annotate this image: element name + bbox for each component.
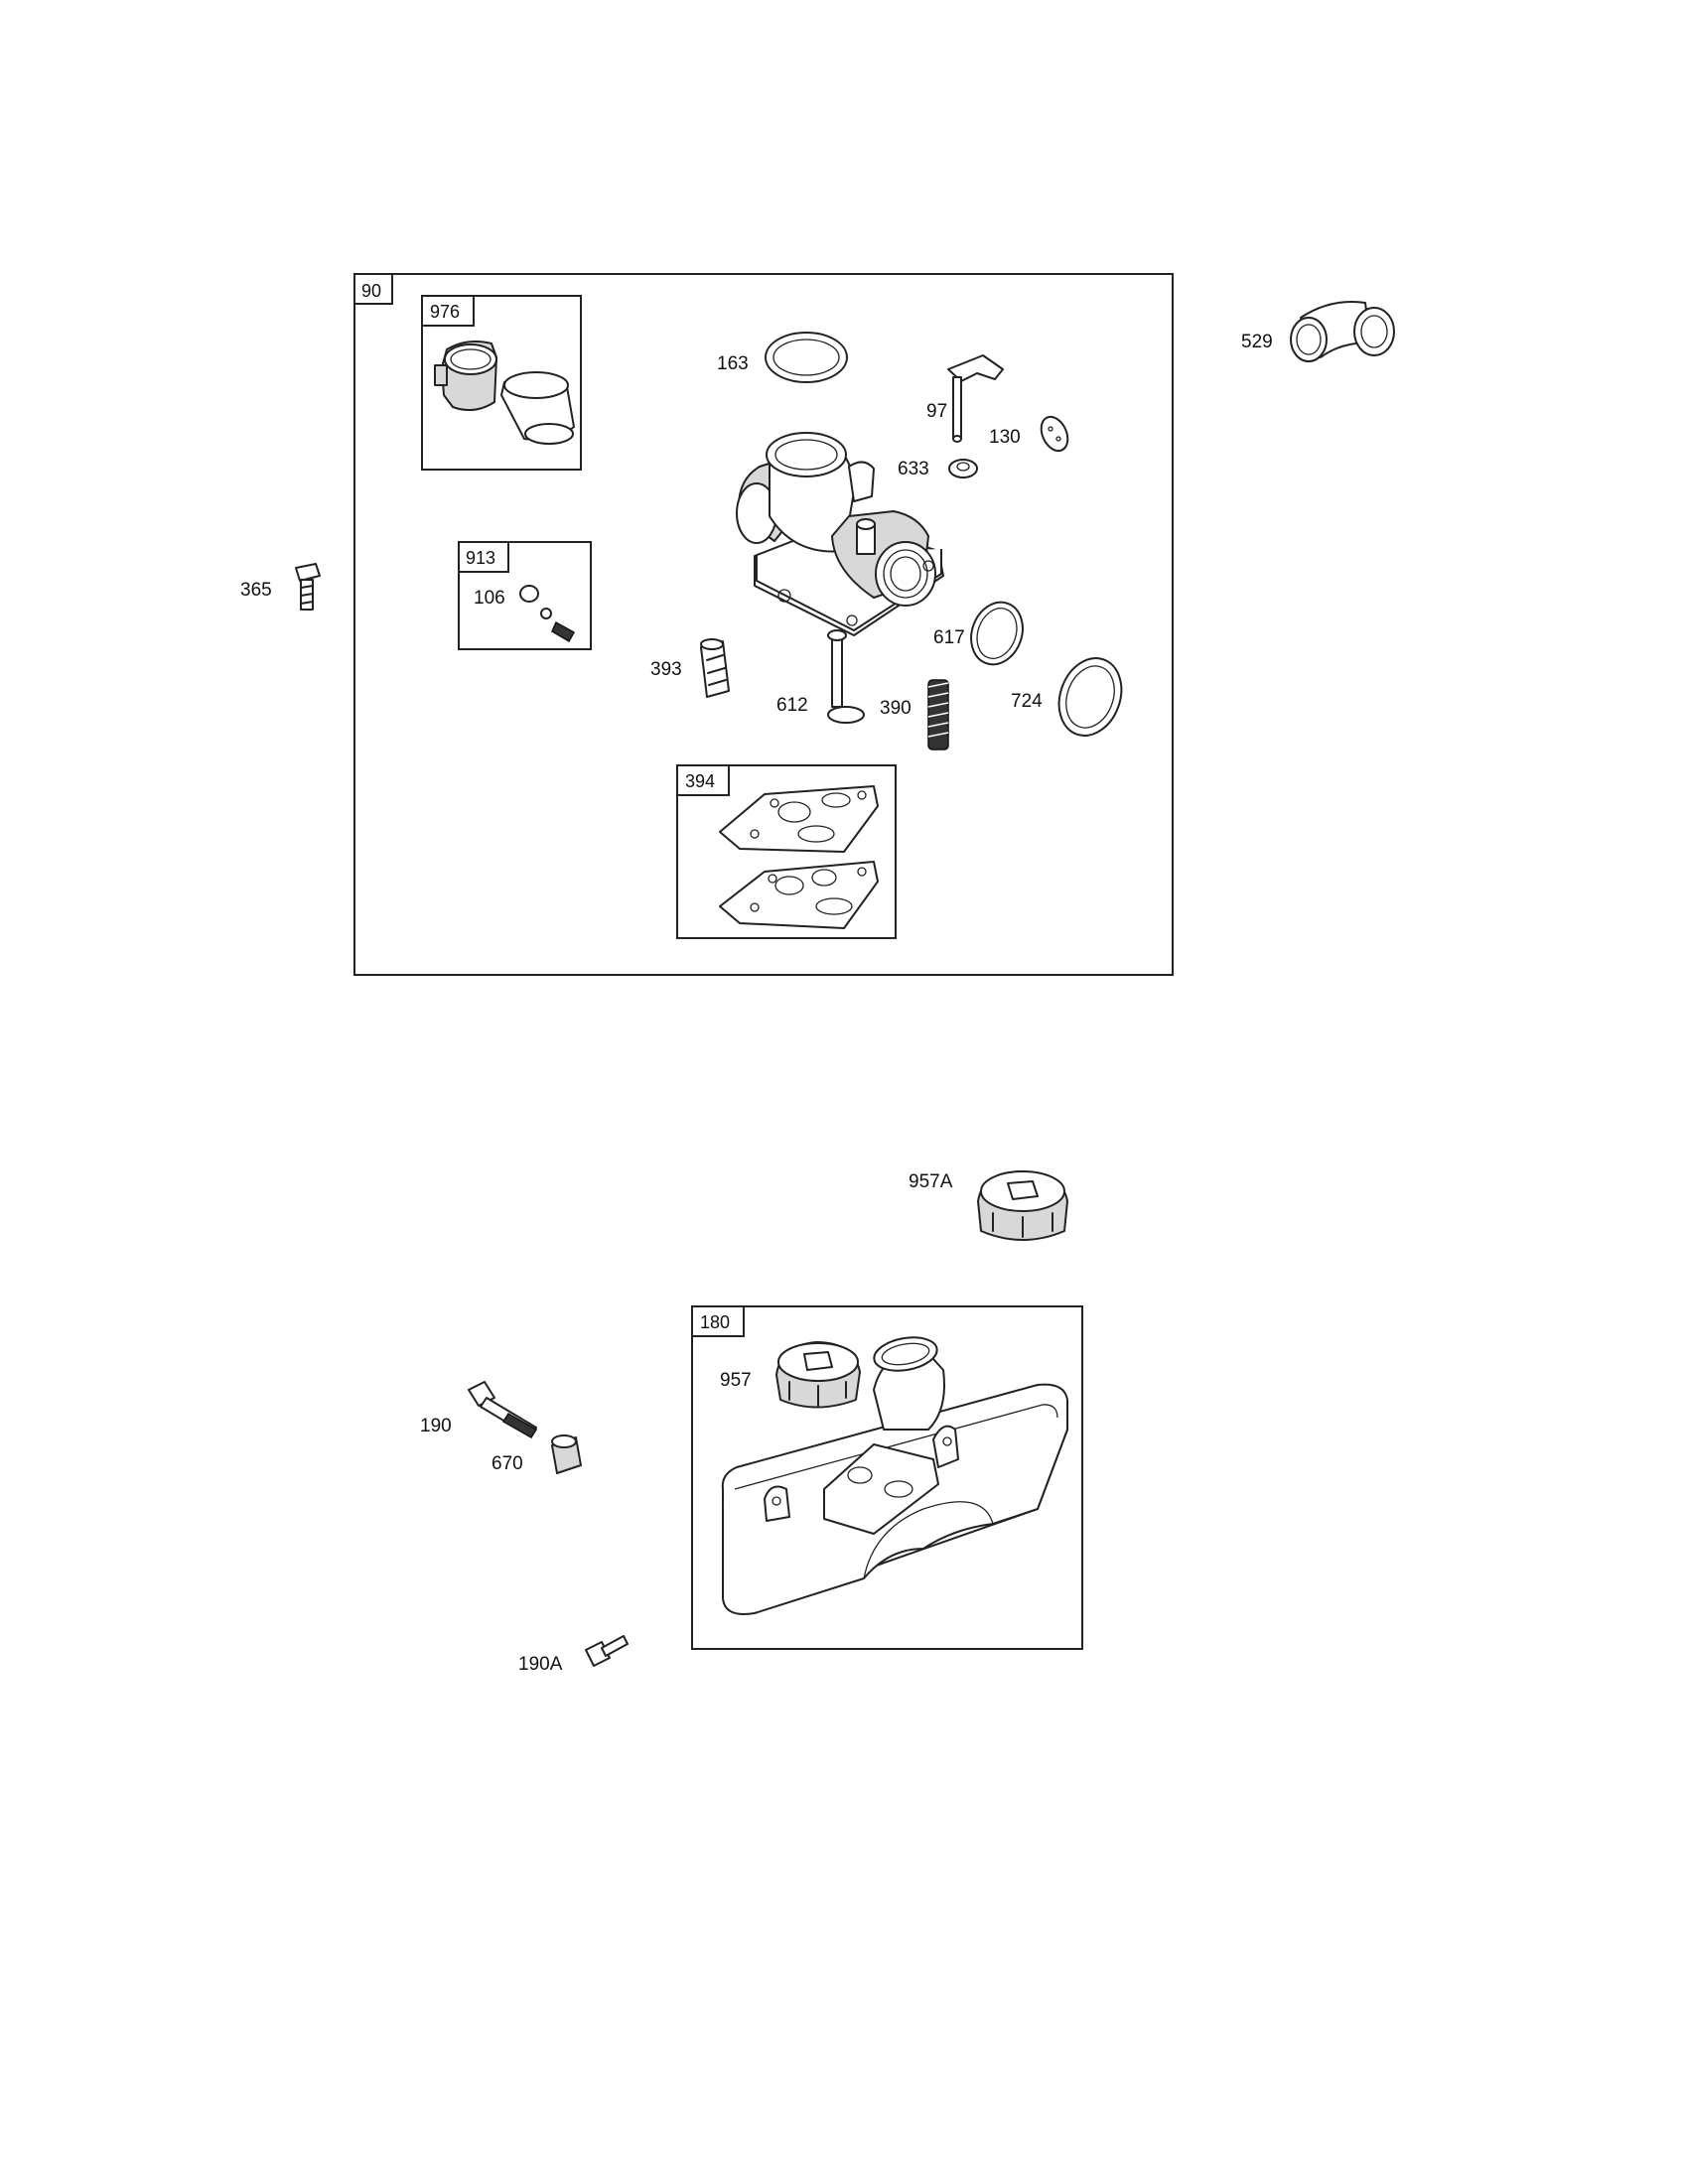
bolt-icon (468, 1381, 538, 1439)
part-label-612: 612 (776, 695, 808, 716)
fuel-tank-assembly: 180 957 (691, 1305, 1083, 1650)
part-label-97: 97 (926, 401, 947, 422)
part-label-106: 106 (474, 588, 505, 609)
subassembly-394-tag-box (676, 764, 730, 796)
carburetor-body-icon (736, 432, 944, 636)
fuel-tank-assembly-frame (691, 1305, 1083, 1650)
fuel-tank-icon (721, 1336, 1068, 1615)
choke-plate-icon (1040, 415, 1069, 453)
fuel-screen-icon (700, 638, 730, 698)
spacer-icon (551, 1434, 582, 1474)
air-horn-icon (434, 341, 575, 445)
pickup-tube-icon (827, 629, 865, 724)
bolt-icon (295, 563, 321, 611)
subassembly-913-label: 913 (466, 548, 495, 568)
gasket-ring-icon (1057, 657, 1123, 737)
subassembly-976-label: 976 (430, 302, 460, 322)
subassembly-913[interactable]: 913 106 (458, 541, 592, 650)
part-label-670: 670 (491, 1453, 523, 1474)
fuel-cap-icon (977, 1170, 1068, 1241)
needle-seat-icon (519, 585, 576, 643)
part-label-617: 617 (933, 627, 965, 648)
subassembly-913-tag-box (458, 541, 509, 573)
seal-icon (948, 459, 978, 478)
part-label-190: 190 (420, 1416, 452, 1436)
subassembly-394-label: 394 (685, 771, 715, 791)
elbow-hose-icon (1290, 301, 1395, 362)
carburetor-assembly-label: 90 (361, 281, 381, 301)
carburetor-assembly: 90 976 913 106 (353, 273, 1174, 976)
carburetor-assembly-tag-box (353, 273, 393, 305)
carburetor-assembly-frame (353, 273, 1174, 976)
subassembly-976-tag-box (421, 295, 475, 327)
fuel-tank-assembly-label: 180 (700, 1312, 730, 1332)
subassembly-394-frame (676, 764, 897, 939)
subassembly-976-frame (421, 295, 582, 471)
o-ring-icon (970, 601, 1024, 666)
part-label-163: 163 (717, 353, 749, 374)
part-label-957: 957 (720, 1370, 752, 1391)
subassembly-394[interactable]: 394 (676, 764, 897, 939)
spring-icon (927, 679, 949, 751)
part-label-633: 633 (898, 459, 929, 479)
gasket-ring-icon (765, 332, 848, 383)
bolt-icon (585, 1635, 629, 1667)
choke-shaft-icon (947, 354, 1004, 443)
part-label-130: 130 (989, 427, 1021, 448)
fuel-tank-assembly-tag-box (691, 1305, 745, 1337)
diaphragm-gasket-icon (719, 785, 879, 929)
subassembly-976[interactable]: 976 (421, 295, 582, 471)
part-label-393: 393 (650, 659, 682, 680)
part-label-390: 390 (880, 698, 912, 719)
part-label-957A: 957A (909, 1171, 953, 1192)
subassembly-913-frame (458, 541, 592, 650)
part-label-365: 365 (240, 580, 272, 601)
part-label-724: 724 (1011, 691, 1043, 712)
fuel-cap-icon (775, 1341, 861, 1409)
part-label-529: 529 (1241, 332, 1273, 352)
part-label-190A: 190A (518, 1654, 563, 1675)
